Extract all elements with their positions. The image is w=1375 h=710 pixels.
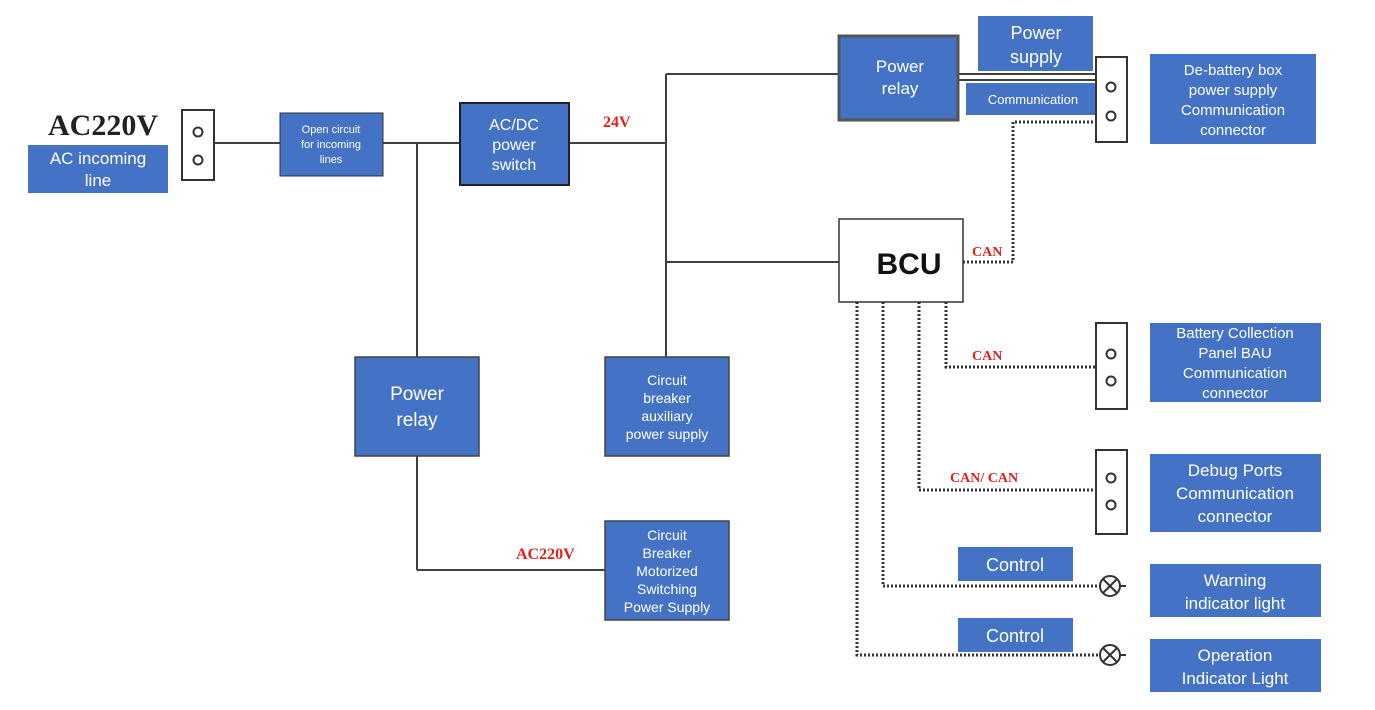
can-label-bau: CAN bbox=[972, 349, 1002, 364]
debug-label-box bbox=[1150, 454, 1321, 532]
warning-label-1: Warning bbox=[1204, 571, 1267, 590]
power-relay-left-box bbox=[354, 356, 480, 457]
bau-label-4: connector bbox=[1202, 385, 1268, 402]
open-circuit-label-1: Open circuit bbox=[302, 124, 361, 136]
power-supply-label-1: Power bbox=[1010, 23, 1061, 43]
operation-label-1: Operation bbox=[1198, 646, 1273, 665]
can-label-debug: CAN/ CAN bbox=[950, 471, 1018, 486]
acdc-switch-box bbox=[459, 102, 570, 186]
dotted-buses bbox=[855, 120, 1100, 657]
operation-label-2: Indicator Light bbox=[1182, 669, 1289, 688]
debattery-label-2: power supply bbox=[1189, 82, 1278, 99]
bau-label-2: Panel BAU bbox=[1198, 345, 1271, 362]
ac220v-bottom-label: AC220V bbox=[516, 546, 575, 563]
control-label-1: Control bbox=[986, 555, 1044, 575]
power-relay-left-label-2: relay bbox=[396, 410, 438, 431]
debattery-label-4: connector bbox=[1200, 122, 1266, 139]
power-supply-label-box bbox=[978, 16, 1093, 71]
ac220v-source-label: AC220V bbox=[48, 109, 158, 142]
debattery-box-label bbox=[1150, 54, 1316, 144]
bau-label-box bbox=[1150, 323, 1321, 402]
warning-label-2: indicator light bbox=[1185, 594, 1285, 613]
warning-lamp-icon bbox=[1099, 575, 1126, 597]
cb-aux-label-3: auxiliary bbox=[641, 408, 692, 424]
acdc-label-2: power bbox=[492, 137, 536, 154]
power-relay-left-label-1: Power bbox=[390, 384, 445, 405]
open-circuit-label-3: lines bbox=[320, 154, 343, 166]
cb-motor-label-2: Breaker bbox=[642, 545, 691, 561]
cb-motor-label-1: Circuit bbox=[647, 527, 687, 543]
bau-label-3: Communication bbox=[1183, 365, 1287, 382]
control-label-box-2 bbox=[958, 618, 1073, 652]
debug-terminal-connector bbox=[1095, 449, 1128, 535]
communication-label-box bbox=[966, 83, 1100, 115]
operation-lamp-icon bbox=[1099, 644, 1126, 666]
debug-label-1: Debug Ports bbox=[1188, 461, 1283, 480]
cb-aux-label-2: breaker bbox=[643, 390, 691, 406]
debug-label-3: connector bbox=[1198, 507, 1273, 526]
warning-label-box bbox=[1150, 564, 1321, 617]
power-supply-label-2: supply bbox=[1010, 47, 1062, 67]
24v-label: 24V bbox=[603, 114, 631, 131]
cb-motor-label-5: Power Supply bbox=[624, 599, 710, 615]
power-relay-top-label-2: relay bbox=[882, 79, 919, 98]
bcu-label: BCU bbox=[877, 248, 942, 281]
cb-motor-supply-box bbox=[604, 520, 730, 621]
cb-aux-label-4: power supply bbox=[626, 426, 709, 442]
operation-label-box bbox=[1150, 639, 1321, 692]
open-circuit-label-2: for incoming bbox=[301, 139, 361, 151]
solid-wiring bbox=[213, 73, 1096, 571]
power-relay-top-box bbox=[837, 34, 960, 122]
ac-incoming-line-label-2: line bbox=[85, 171, 111, 190]
bcu-box bbox=[838, 218, 964, 303]
open-circuit-box bbox=[279, 112, 384, 177]
cb-aux-label-1: Circuit bbox=[647, 372, 687, 388]
cb-aux-supply-box bbox=[604, 356, 730, 457]
acdc-label-3: switch bbox=[492, 157, 536, 174]
cb-motor-label-4: Switching bbox=[637, 581, 697, 597]
control-label-box-1 bbox=[958, 547, 1073, 581]
ac-incoming-line-box bbox=[28, 145, 168, 193]
communication-label: Communication bbox=[988, 92, 1078, 107]
debattery-label-3: Communication bbox=[1181, 102, 1285, 119]
bau-label-1: Battery Collection bbox=[1176, 325, 1294, 342]
acdc-label-1: AC/DC bbox=[489, 117, 539, 134]
debattery-label-1: De-battery box bbox=[1184, 62, 1283, 79]
debattery-terminal-connector bbox=[1095, 56, 1128, 143]
power-relay-top-label-1: Power bbox=[876, 57, 925, 76]
can-label-debattery: CAN bbox=[972, 245, 1002, 260]
ac-incoming-line-label: AC incoming bbox=[50, 149, 146, 168]
debug-label-2: Communication bbox=[1176, 484, 1294, 503]
ac-terminal-connector bbox=[181, 109, 215, 181]
cb-motor-label-3: Motorized bbox=[636, 563, 697, 579]
control-label-2: Control bbox=[986, 626, 1044, 646]
bau-terminal-connector bbox=[1095, 322, 1128, 410]
